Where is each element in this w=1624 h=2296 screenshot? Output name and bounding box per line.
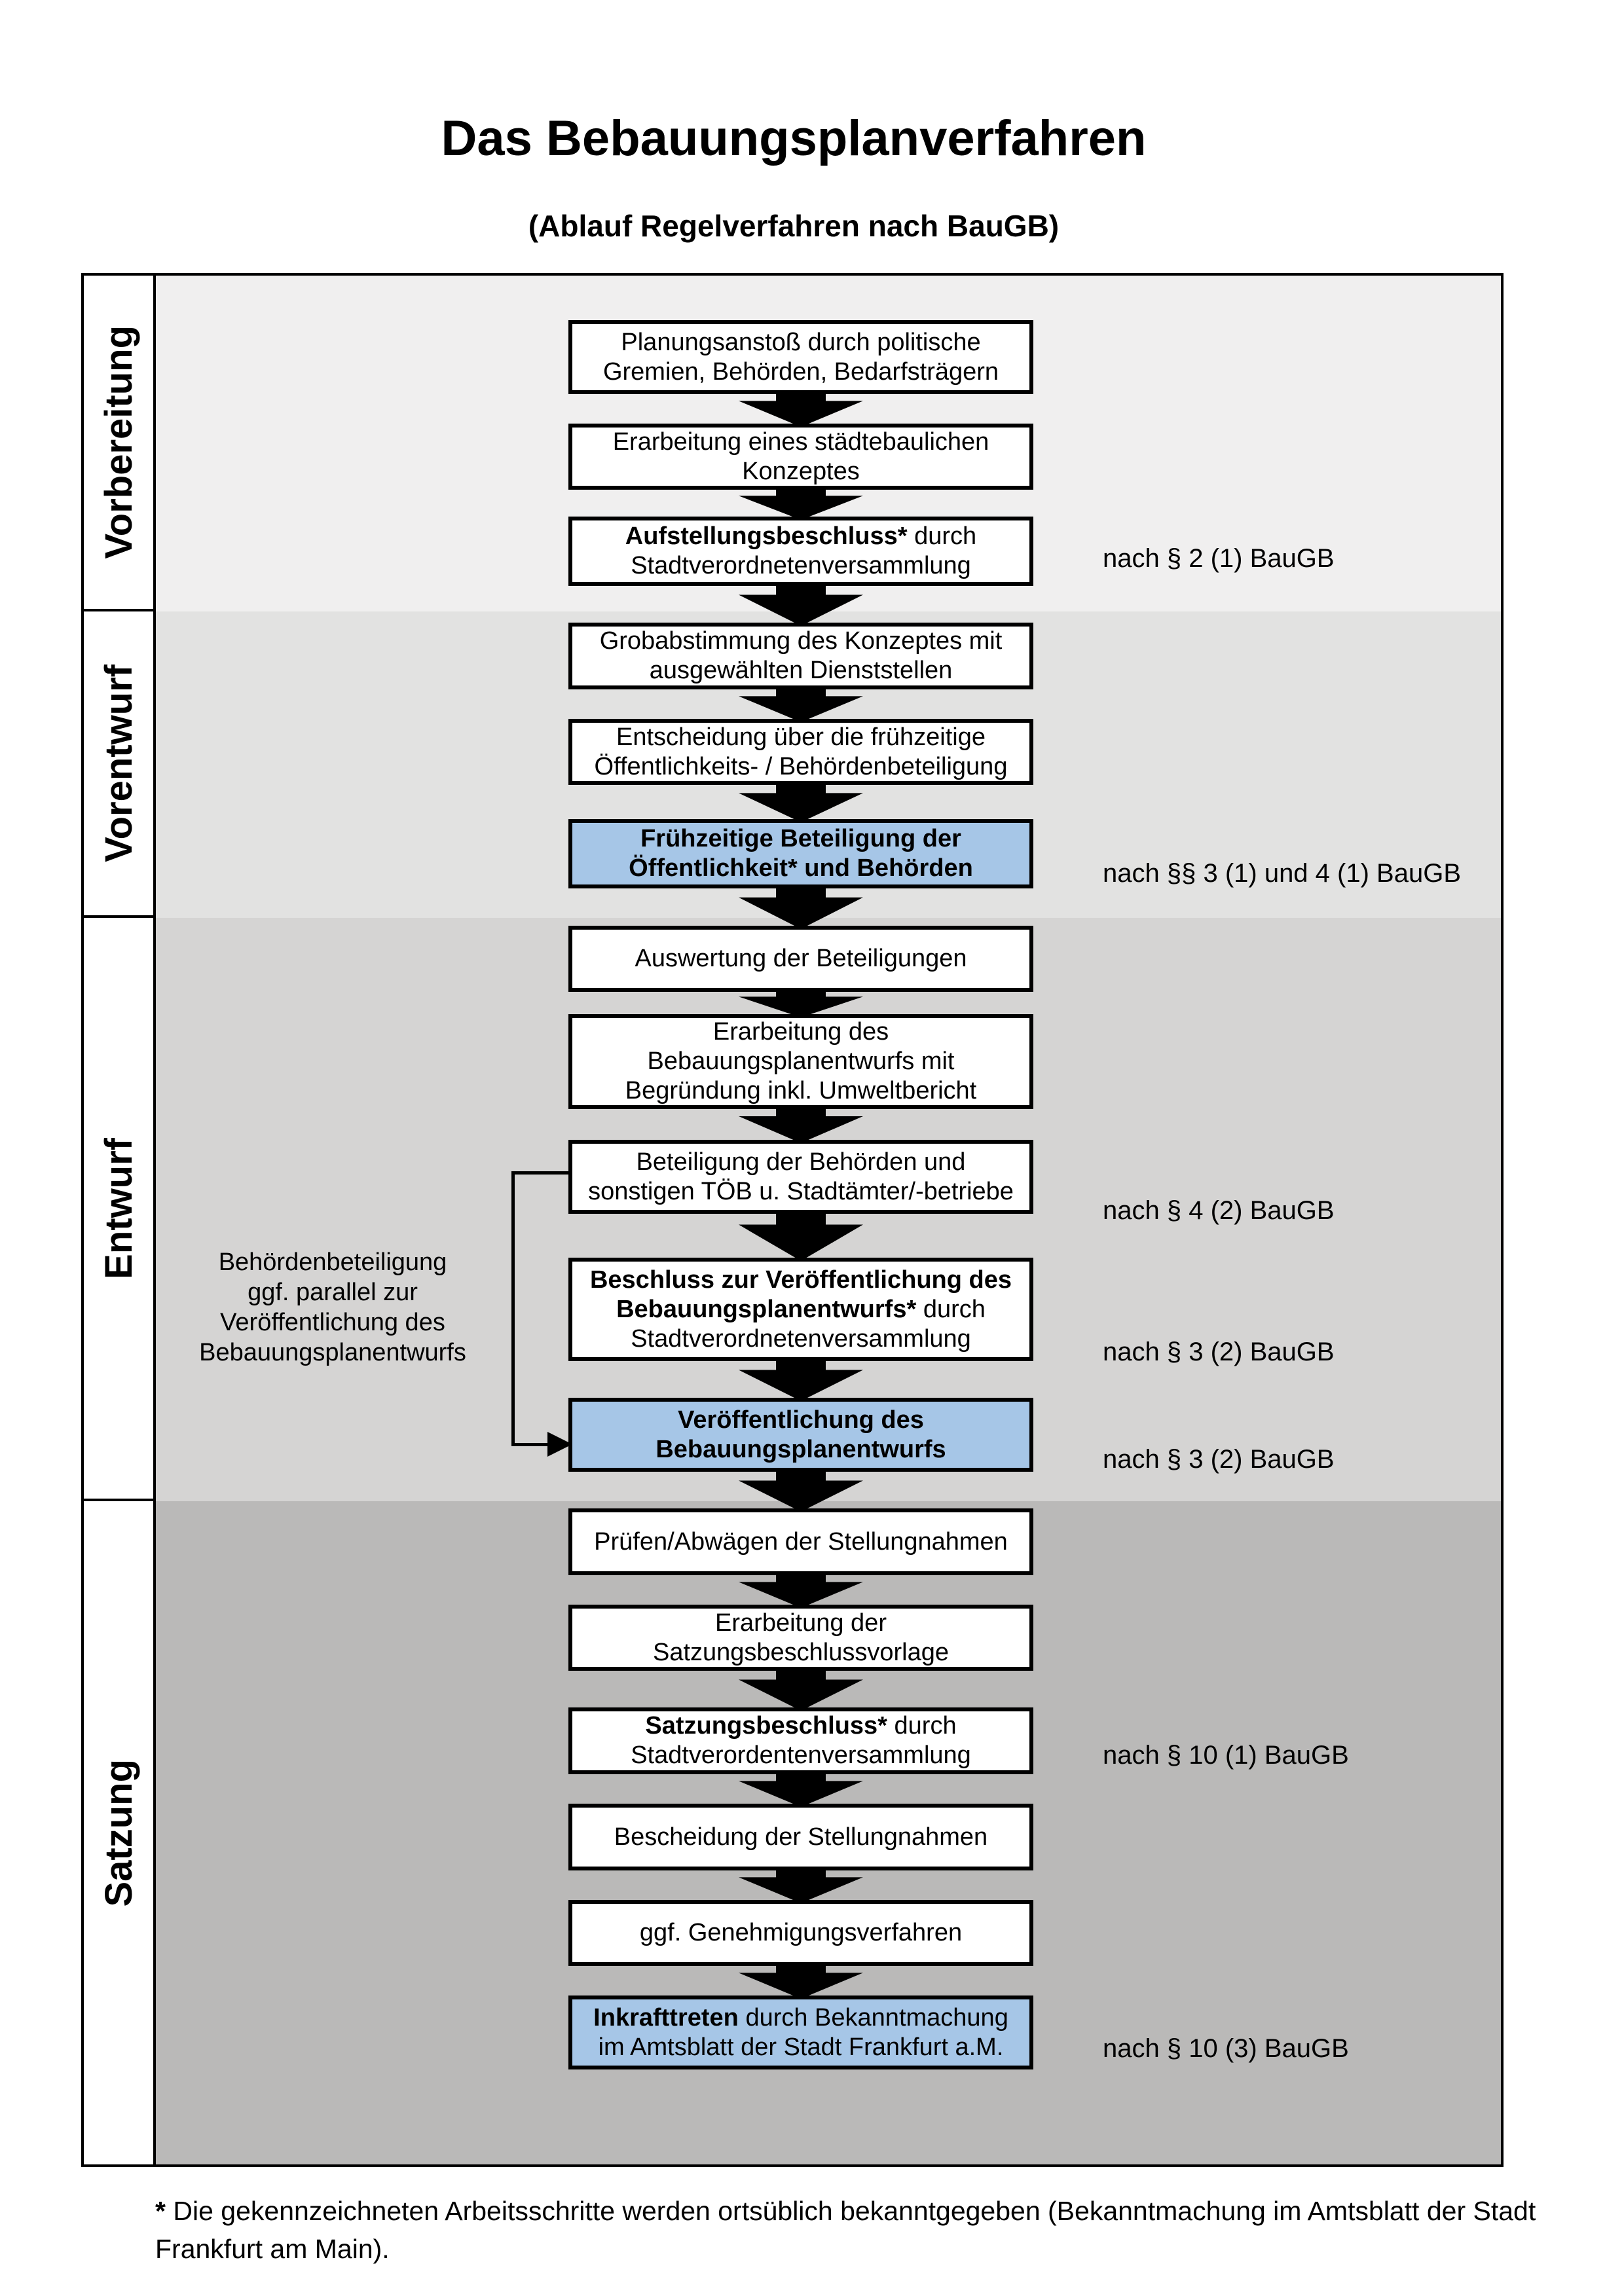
connector-line-vertical (511, 1171, 515, 1446)
flow-box-text-line: Auswertung der Beteiligungen (635, 945, 967, 972)
flow-box-text-line: Entscheidung über die frühzeitige (616, 723, 986, 751)
connector-line-bottom (511, 1443, 547, 1446)
phase-label-vorentwurf: Vorentwurf (97, 665, 140, 862)
flow-box-text-line: Öffentlichkeit* und Behörden (629, 854, 973, 882)
connector-arrowhead-right-icon (547, 1432, 572, 1457)
flow-box-12: Prüfen/Abwägen der Stellungnahmen (568, 1508, 1033, 1575)
flow-box-text-line: Beschluss zur Veröffentlichung des (589, 1266, 1012, 1294)
flow-box-text-line: Stadtverordnetenversammlung (631, 1324, 971, 1353)
flow-box-text-line: Aufstellungsbeschluss* durch (625, 522, 977, 550)
phase-label-entwurf: Entwurf (97, 1137, 140, 1279)
flow-box-text-line: Gremien, Behörden, Bedarfsträgern (602, 357, 999, 386)
flow-box-text-line: Erarbeitung der (715, 1609, 887, 1637)
side-note-line: Bebauungsplanentwurfs (199, 1339, 466, 1366)
phase-cell-vorentwurf: Vorentwurf (84, 611, 156, 918)
side-note-line: ggf. parallel zur (248, 1279, 418, 1306)
flow-box-text-line: im Amtsblatt der Stadt Frankfurt a.M. (598, 2033, 1004, 2061)
legal-reference-4: nach § 3 (2) BauGB (1103, 1338, 1335, 1366)
flow-box-text-line: Bebauungsplanentwurfs mit (647, 1048, 955, 1075)
flow-box-16: ggf. Genehmigungsverfahren (568, 1900, 1033, 1966)
flow-box-text-line: Öffentlichkeits- / Behördenbeteiligung (594, 752, 1008, 780)
phase-cell-entwurf: Entwurf (84, 918, 156, 1501)
flow-box-text-line: Erarbeitung eines städtebaulichen (612, 428, 989, 456)
flow-box-text-line: Stadtverordnetenversammlung (631, 552, 971, 579)
page-subtitle: (Ablauf Regelverfahren nach BauGB) (528, 209, 1060, 243)
flow-box-text-line: ggf. Genehmigungsverfahren (639, 1919, 963, 1946)
phase-label-satzung: Satzung (97, 1758, 140, 1907)
flow-box-15: Bescheidung der Stellungnahmen (568, 1804, 1033, 1870)
legal-reference-3: nach § 4 (2) BauGB (1103, 1196, 1335, 1225)
side-note-line: Behördenbeteiligung (218, 1248, 447, 1276)
flow-box-text-line: Begründung inkl. Umweltbericht (625, 1077, 977, 1104)
legal-reference-7: nach § 10 (3) BauGB (1103, 2034, 1349, 2063)
flow-box-text-line: ausgewählten Dienststellen (649, 657, 953, 684)
page-title: Das Bebauungsplanverfahren (441, 111, 1147, 166)
flow-box-7: Auswertung der Beteiligungen (568, 926, 1033, 992)
flow-box-text-line: Bebauungsplanentwurfs (655, 1435, 946, 1463)
flow-box-text-line: Bebauungsplanentwurfs* durch (616, 1295, 986, 1323)
flow-box-text-line: Prüfen/Abwägen der Stellungnahmen (594, 1527, 1008, 1556)
footnote: * Die gekennzeichneten Arbeitsschritte w… (155, 2192, 1537, 2268)
legal-reference-2: nach §§ 3 (1) und 4 (1) BauGB (1103, 859, 1461, 888)
flow-box-text-line: Stadtverordentenversammlung (631, 1741, 971, 1769)
legal-reference-6: nach § 10 (1) BauGB (1103, 1741, 1349, 1770)
legal-reference-5: nach § 3 (2) BauGB (1103, 1445, 1335, 1474)
footnote-text-line1: Die gekennzeichneten Arbeitsschritte wer… (173, 2196, 1536, 2226)
flow-box-text-line: Konzeptes (742, 457, 860, 485)
phase-cell-satzung: Satzung (84, 1501, 156, 2164)
flow-box-text-line: Erarbeitung des (712, 1018, 889, 1046)
side-note-line: Veröffentlichung des (220, 1309, 445, 1336)
footnote-marker: * (155, 2196, 166, 2226)
flow-box-text-line: Planungsanstoß durch politische (621, 328, 981, 356)
flow-box-text-line: Satzungsbeschluss* durch (645, 1712, 957, 1740)
flow-box-text-line: Beteiligung der Behörden und (636, 1148, 966, 1176)
phase-cell-vorbereitung: Vorbereitung (84, 276, 156, 611)
flow-box-text-line: Grobabstimmung des Konzeptes mit (599, 627, 1003, 655)
flow-box-text-line: sonstigen TÖB u. Stadtämter/-betriebe (588, 1177, 1014, 1205)
flow-box-text-line: Satzungsbeschlussvorlage (652, 1638, 950, 1666)
legal-reference-1: nach § 2 (1) BauGB (1103, 544, 1335, 573)
flow-box-text-line: Bescheidung der Stellungnahmen (614, 1823, 988, 1851)
flow-box-text-line: Frühzeitige Beteiligung der (640, 825, 961, 852)
footnote-text-line2: Frankfurt am Main). (155, 2234, 390, 2264)
flow-box-text-line: Veröffentlichung des (678, 1406, 924, 1434)
phase-label-vorbereitung: Vorbereitung (97, 325, 140, 559)
flow-box-text-line: Inkrafttreten durch Bekanntmachung (593, 2003, 1008, 2032)
connector-line-top (511, 1171, 571, 1175)
